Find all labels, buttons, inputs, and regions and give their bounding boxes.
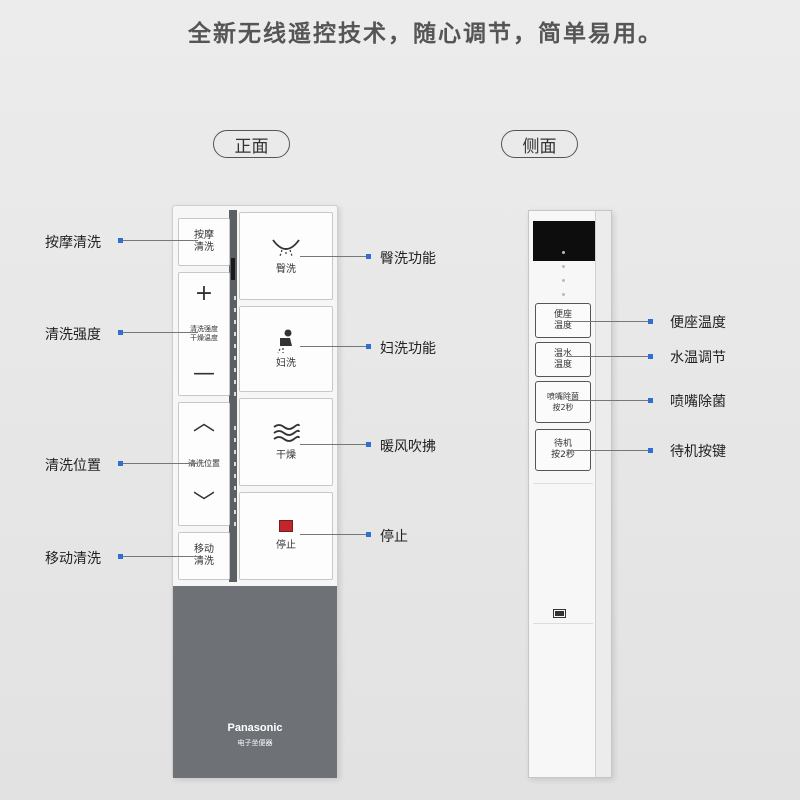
side-rail — [595, 211, 611, 777]
callout-dot — [366, 344, 371, 349]
view-label-side: 侧面 — [501, 130, 578, 158]
callout-dot — [648, 398, 653, 403]
leader-line — [300, 346, 366, 347]
strength-label: 清洗强度 干燥温度 — [190, 325, 218, 342]
brand-panel: Panasonic 电子坐便器 — [173, 586, 337, 778]
indicator-led — [562, 279, 565, 282]
remote-side: 便座 温度 温水 温度 喷嘴除菌 按2秒 待机 按2秒 — [528, 210, 612, 778]
standby-button[interactable]: 待机 按2秒 — [535, 429, 591, 471]
label-wash-position: 清洗位置 — [45, 458, 101, 474]
label-nozzle-clean: 喷嘴除菌 — [670, 394, 726, 410]
indicator-led — [562, 293, 565, 296]
label-stop: 停止 — [380, 529, 408, 545]
indicator-led — [562, 251, 565, 254]
rear-wash-label: 臀洗 — [276, 264, 296, 275]
nozzle-clean-button[interactable]: 喷嘴除菌 按2秒 — [535, 381, 591, 423]
callout-dot — [366, 254, 371, 259]
water-temp-button[interactable]: 温水 温度 — [535, 342, 591, 377]
leader-line — [123, 240, 198, 241]
callout-dot — [648, 319, 653, 324]
callout-dot — [118, 461, 123, 466]
callout-dot — [118, 238, 123, 243]
stop-indicator-icon — [279, 520, 293, 532]
water-temp-label: 温水 温度 — [553, 348, 572, 370]
brand-name: Panasonic — [227, 722, 283, 734]
label-rear-wash: 臀洗功能 — [380, 251, 436, 267]
down-button[interactable]: ﹀ — [192, 491, 215, 516]
leader-line — [568, 321, 648, 322]
leader-line — [568, 356, 648, 357]
view-label-front: 正面 — [213, 130, 290, 158]
move-wash-label: 移动 清洗 — [194, 544, 214, 567]
nozzle-clean-label: 喷嘴除菌 按2秒 — [547, 392, 579, 412]
callout-dot — [118, 554, 123, 559]
minus-button[interactable]: — — [193, 361, 215, 386]
stop-label: 停止 — [276, 540, 296, 551]
callout-dot — [118, 330, 123, 335]
divider-strip — [229, 210, 237, 582]
leader-line — [123, 332, 198, 333]
stop-button[interactable]: 停止 — [239, 492, 333, 580]
strip-indicator — [231, 258, 235, 280]
label-water-temp: 水温调节 — [670, 350, 726, 366]
feminine-wash-icon — [277, 329, 292, 354]
massage-wash-button[interactable]: 按摩 清洗 — [178, 218, 230, 266]
display-screen — [533, 221, 595, 261]
standby-label: 待机 按2秒 — [551, 439, 575, 460]
dry-button[interactable]: 干燥 — [239, 398, 333, 486]
label-wash-strength: 清洗强度 — [45, 327, 101, 343]
headline: 全新无线遥控技术，随心调节，简单易用。 — [188, 21, 663, 47]
position-control[interactable]: ︿ 清洗位置 ﹀ — [178, 402, 230, 526]
battery-icon — [553, 609, 566, 618]
side-divider — [533, 623, 593, 624]
label-massage-wash: 按摩清洗 — [45, 235, 101, 251]
massage-wash-label: 按摩 清洗 — [194, 230, 214, 253]
strength-control[interactable]: + 清洗强度 干燥温度 — — [178, 272, 230, 396]
up-button[interactable]: ︿ — [192, 411, 215, 436]
callout-dot — [648, 448, 653, 453]
indicator-led — [562, 265, 565, 268]
side-divider — [533, 483, 593, 484]
position-label: 清洗位置 — [188, 459, 220, 468]
feminine-wash-button[interactable]: 妇洗 — [239, 306, 333, 392]
leader-line — [300, 256, 366, 257]
seat-temp-button[interactable]: 便座 温度 — [535, 303, 591, 338]
label-warm-air: 暖风吹拂 — [380, 439, 436, 455]
callout-dot — [366, 532, 371, 537]
brand-subtitle: 电子坐便器 — [237, 739, 273, 747]
leader-line — [300, 444, 366, 445]
leader-line — [568, 400, 648, 401]
remote-front: 按摩 清洗 + 清洗强度 干燥温度 — ︿ 清洗位置 ﹀ 移动 清洗 臀洗 妇洗 — [172, 205, 338, 778]
dry-label: 干燥 — [276, 450, 296, 461]
plus-button[interactable]: + — [194, 281, 214, 306]
leader-line — [123, 556, 198, 557]
callout-dot — [366, 442, 371, 447]
rear-wash-icon — [272, 239, 300, 257]
label-standby: 待机按键 — [670, 444, 726, 460]
feminine-wash-label: 妇洗 — [276, 358, 296, 369]
leader-line — [300, 534, 366, 535]
callout-dot — [648, 354, 653, 359]
seat-temp-label: 便座 温度 — [553, 309, 572, 331]
leader-line — [123, 463, 198, 464]
leader-line — [568, 450, 648, 451]
warm-air-icon — [273, 423, 300, 442]
label-seat-temp: 便座温度 — [670, 315, 726, 331]
label-move-wash: 移动清洗 — [45, 551, 101, 567]
label-feminine-wash: 妇洗功能 — [380, 341, 436, 357]
